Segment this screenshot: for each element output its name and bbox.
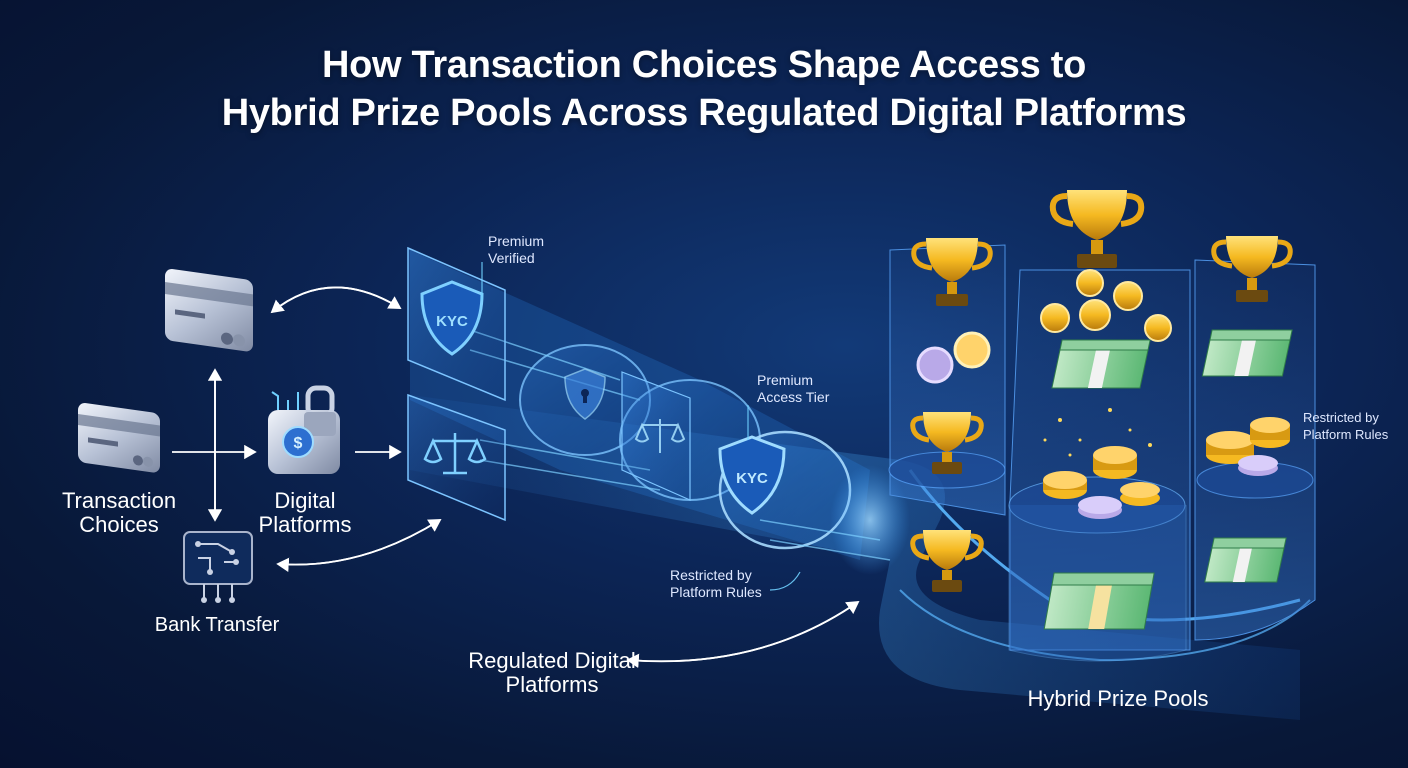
scale-panel-2 bbox=[621, 371, 691, 501]
label-transaction-choices: Transaction Choices bbox=[61, 488, 177, 537]
title-line-2: Hybrid Prize Pools Across Regulated Digi… bbox=[221, 92, 1187, 134]
digital-wallet-lock-icon: $ bbox=[268, 385, 340, 474]
annotation-premium-verified: Premium Verified bbox=[488, 233, 544, 267]
label-regulated-digital-platforms: Regulated Digital Platforms bbox=[468, 648, 636, 697]
annotation-line: Verified bbox=[488, 250, 535, 266]
kyc-badge-text: KYC bbox=[436, 313, 468, 330]
annotation-line: Platform Rules bbox=[1303, 427, 1389, 442]
cash-stack-icon bbox=[1043, 329, 1293, 630]
label-digital-platforms: Digital Platforms bbox=[258, 488, 352, 537]
connector-arrows bbox=[172, 286, 860, 668]
annotation-line: Premium bbox=[488, 233, 545, 249]
label-bank-transfer: Bank Transfer bbox=[154, 614, 280, 636]
annotation-premium-access-tier: Premium Access Tier bbox=[757, 372, 829, 406]
annotation-line: Platform Rules bbox=[670, 584, 762, 600]
credit-card-icon bbox=[165, 269, 253, 352]
annotation-line: Restricted by bbox=[670, 567, 752, 583]
credit-card-icon bbox=[78, 403, 160, 473]
trophy-icon bbox=[910, 412, 984, 474]
annotation-line: Premium bbox=[757, 372, 814, 388]
trophy-icon bbox=[910, 530, 984, 592]
scale-panel bbox=[407, 393, 506, 522]
justice-scale-icon bbox=[634, 419, 686, 453]
annotation-restricted-center: Restricted by Platform Rules bbox=[670, 567, 762, 601]
trophy-icon bbox=[911, 238, 993, 306]
coin-stack bbox=[1043, 417, 1290, 519]
kyc-shield-icon: KYC bbox=[718, 435, 786, 515]
justice-scale-icon bbox=[423, 433, 487, 475]
trophy-icon bbox=[1211, 236, 1293, 302]
annotation-line: Restricted by bbox=[1303, 410, 1379, 425]
coin-icon bbox=[916, 269, 1172, 384]
circuit-bank-icon bbox=[183, 531, 253, 603]
trophy-icon bbox=[1049, 190, 1145, 268]
annotation-line: Access Tier bbox=[757, 389, 830, 405]
annotation-restricted-right: Restricted by Platform Rules bbox=[1303, 409, 1388, 443]
title-line-1: How Transaction Choices Shape Access to bbox=[321, 44, 1087, 86]
label-hybrid-prize-pools: Hybrid Prize Pools bbox=[1027, 686, 1209, 711]
kyc-shield-icon: KYC bbox=[420, 280, 484, 356]
kyc-badge-text: KYC bbox=[736, 470, 768, 487]
svg-text:$: $ bbox=[294, 435, 303, 452]
lock-shield-icon bbox=[564, 368, 606, 420]
